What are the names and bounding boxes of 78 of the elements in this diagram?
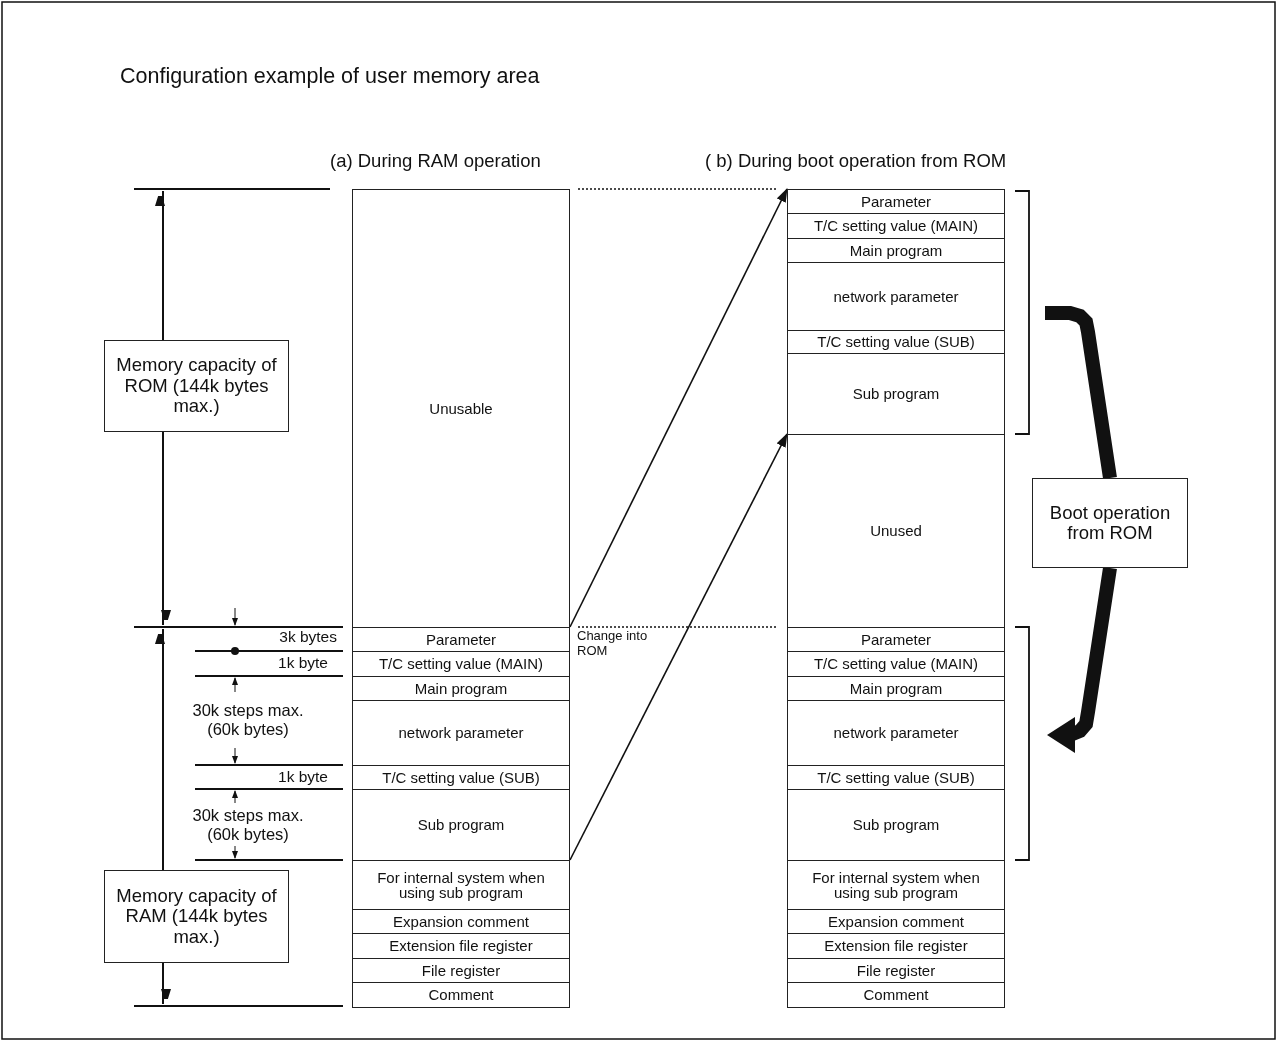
area-label: Extension file register bbox=[388, 938, 534, 955]
memory-area-cell bbox=[787, 700, 1005, 767]
area-label: File register bbox=[420, 962, 502, 979]
memory-area-cell bbox=[352, 789, 570, 862]
text-box bbox=[104, 340, 289, 432]
memory-area-cell bbox=[787, 189, 1005, 215]
area-label: Expansion comment bbox=[392, 913, 530, 930]
area-label: Main program bbox=[413, 680, 509, 697]
memory-area-cell bbox=[352, 860, 570, 911]
area-label: network parameter bbox=[832, 288, 960, 305]
size-label: 30k steps max. (60k bytes) bbox=[191, 701, 305, 739]
arrow bbox=[569, 188, 788, 628]
area-label: Parameter bbox=[860, 631, 932, 648]
area-label: For internal system when using sub program bbox=[376, 869, 546, 901]
area-label: T/C setting value (SUB) bbox=[816, 334, 976, 351]
memory-area-cell bbox=[787, 933, 1005, 960]
text-box bbox=[104, 870, 289, 963]
area-label: Sub program bbox=[416, 817, 506, 834]
memory-area-cell bbox=[352, 627, 570, 653]
memory-area-cell bbox=[352, 651, 570, 678]
memory-area-cell bbox=[787, 238, 1005, 264]
area-label: Comment bbox=[427, 986, 495, 1003]
box-label: Boot operation from ROM bbox=[1048, 502, 1172, 544]
memory-area-cell bbox=[352, 933, 570, 960]
memory-area-cell bbox=[787, 765, 1005, 791]
text-box bbox=[1032, 478, 1188, 568]
size-label: 1k byte bbox=[278, 654, 328, 672]
area-label: network parameter bbox=[832, 725, 960, 742]
area-label: File register bbox=[855, 962, 937, 979]
memory-area-cell bbox=[787, 651, 1005, 678]
memory-area-cell bbox=[787, 676, 1005, 702]
area-label: Main program bbox=[848, 242, 944, 259]
memory-area-cell bbox=[787, 213, 1005, 240]
area-label: T/C setting value (SUB) bbox=[816, 769, 976, 786]
memory-area-cell bbox=[787, 789, 1005, 862]
area-label: Extension file register bbox=[823, 938, 969, 955]
memory-area-cell bbox=[352, 676, 570, 702]
memory-area-cell bbox=[787, 982, 1005, 1008]
area-label: Unusable bbox=[428, 400, 494, 417]
memory-area-cell bbox=[787, 958, 1005, 984]
memory-area-cell bbox=[352, 700, 570, 767]
memory-area-cell bbox=[787, 330, 1005, 355]
thick-arrow bbox=[1047, 566, 1117, 753]
area-label: T/C setting value (MAIN) bbox=[812, 656, 980, 673]
area-label: Main program bbox=[848, 680, 944, 697]
memory-area-cell bbox=[352, 765, 570, 791]
memory-area-cell bbox=[352, 189, 570, 629]
area-label: Expansion comment bbox=[827, 913, 965, 930]
column-heading: (a) During RAM operation bbox=[330, 150, 541, 172]
area-label: T/C setting value (SUB) bbox=[381, 769, 541, 786]
box-label: Memory capacity of ROM (144k bytes max.) bbox=[115, 355, 278, 417]
area-label: Parameter bbox=[860, 193, 932, 210]
arrow bbox=[569, 433, 788, 861]
memory-area-cell bbox=[787, 262, 1005, 332]
area-label: Unused bbox=[869, 523, 923, 540]
area-label: For internal system when using sub program bbox=[811, 869, 981, 901]
area-label: Comment bbox=[862, 986, 930, 1003]
memory-area-cell bbox=[352, 909, 570, 935]
area-label: network parameter bbox=[397, 725, 525, 742]
memory-area-cell bbox=[352, 982, 570, 1008]
memory-area-cell bbox=[787, 627, 1005, 653]
memory-area-cell bbox=[787, 860, 1005, 911]
area-label: Sub program bbox=[851, 817, 941, 834]
area-label: Sub program bbox=[851, 386, 941, 403]
size-label: 3k bytes bbox=[279, 628, 337, 646]
note-text: Change into ROM bbox=[577, 629, 649, 659]
size-label: 1k byte bbox=[278, 768, 328, 786]
box-label: Memory capacity of RAM (144k bytes max.) bbox=[115, 886, 278, 947]
memory-area-cell bbox=[787, 434, 1005, 629]
memory-area-cell bbox=[787, 353, 1005, 436]
diagram-title: Configuration example of user memory area bbox=[120, 64, 540, 89]
memory-area-cell bbox=[352, 958, 570, 984]
area-label: T/C setting value (MAIN) bbox=[377, 656, 545, 673]
memory-area-cell bbox=[787, 909, 1005, 935]
size-label: 30k steps max. (60k bytes) bbox=[191, 806, 305, 844]
area-label: Parameter bbox=[425, 631, 497, 648]
area-label: T/C setting value (MAIN) bbox=[812, 218, 980, 235]
column-heading: ( b) During boot operation from ROM bbox=[705, 150, 1007, 172]
